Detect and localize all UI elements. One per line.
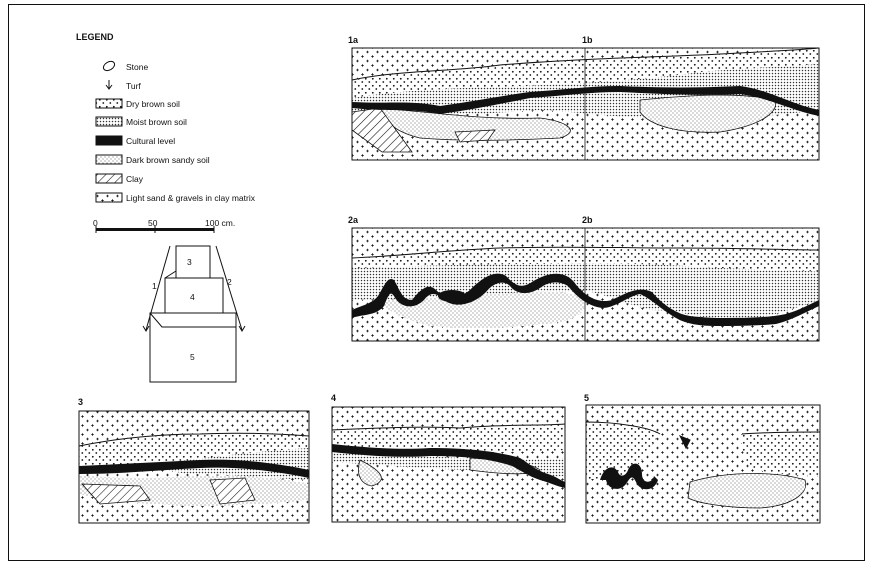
section-4 [331,406,566,523]
legend-swatch-stone [102,60,116,72]
section-label-4: 4 [331,393,336,403]
plan-unit-5: 5 [190,352,195,362]
plan-side-label-1: 1 [152,281,157,291]
legend-label-clay: Clay [126,174,144,184]
legend-swatch-dry-brown-soil [95,98,123,109]
legend-swatch-dark-brown-sandy-soil [95,154,123,165]
figure-frame [8,4,865,561]
section-label-3: 3 [78,397,83,407]
legend-swatch-cultural-level [95,135,123,146]
section-label-2b: 2b [582,215,593,225]
section-label-1b: 1b [582,35,593,45]
legend-swatch-clay [95,173,123,184]
section-label-1a: 1a [348,35,359,45]
legend-swatch-turf [105,80,113,90]
plan-side-label-2: 2 [227,277,232,287]
legend-label-light-sand-gravels: Light sand & gravels in clay matrix [126,193,256,203]
legend-label-moist-brown-soil: Moist brown soil [126,117,187,127]
legend-label-cultural-level: Cultural level [126,136,175,146]
section-label-2a: 2a [348,215,359,225]
section-5 [585,404,821,524]
section-2 [351,227,820,342]
legend-title: LEGEND [76,32,114,42]
scale-tick-100: 100 cm. [205,218,235,228]
legend-swatch-moist-brown-soil [95,116,123,127]
section-1 [351,47,820,161]
trench-plan [142,245,246,383]
scale-tick-0: 0 [93,218,98,228]
legend-label-dry-brown-soil: Dry brown soil [126,99,180,109]
legend-label-dark-brown-sandy-soil: Dark brown sandy soil [126,155,210,165]
section-label-5: 5 [584,393,589,403]
legend-swatch-light-sand-gravels [95,192,123,203]
legend-label-turf: Turf [126,81,141,91]
legend-label-stone: Stone [126,62,148,72]
scale-tick-50: 50 [148,218,158,228]
scale-bar [95,226,215,233]
plan-unit-4: 4 [190,292,195,302]
plan-unit-3: 3 [187,257,192,267]
section-3 [78,410,310,524]
